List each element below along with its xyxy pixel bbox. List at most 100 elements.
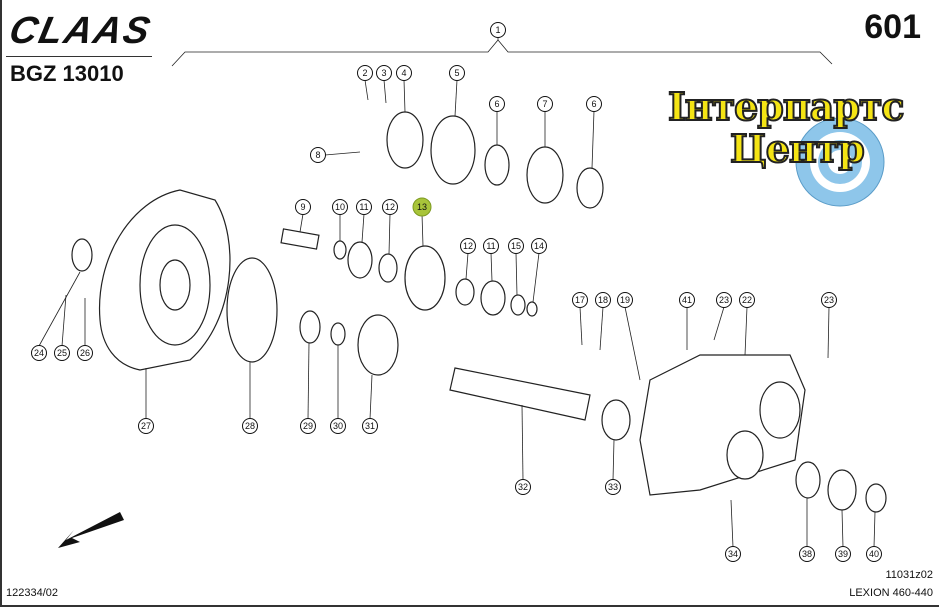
logo-line-1: Інтерпартс [667,83,906,130]
gear-31 [357,314,399,376]
svg-text:30: 30 [333,421,343,431]
drawing-reference: 122334/02 [6,587,58,599]
cover-39 [827,469,857,511]
callout-28[interactable]: 28 [242,418,258,434]
callout-27[interactable]: 27 [138,418,154,434]
interparts-logo: Інтерпартс Центр [667,83,930,214]
callout-6[interactable]: 6 [489,96,505,112]
callout-22[interactable]: 22 [739,292,755,308]
callout-23[interactable]: 23 [821,292,837,308]
ring-14 [526,301,538,317]
callout-39[interactable]: 39 [835,546,851,562]
callout-5[interactable]: 5 [449,65,465,81]
housing-bore [759,381,801,439]
callout-34[interactable]: 34 [725,546,741,562]
housing-bore-lower [726,430,764,480]
bearing-11b [480,280,506,316]
bearing-11 [347,241,373,279]
shaft-32 [449,367,591,421]
callout-38[interactable]: 38 [799,546,815,562]
svg-text:39: 39 [838,549,848,559]
bearing-6b [576,167,604,209]
svg-text:22: 22 [742,295,752,305]
callout-23[interactable]: 23 [716,292,732,308]
page-number: 601 [864,8,921,46]
ring-30 [330,322,346,346]
callout-41[interactable]: 41 [679,292,695,308]
callout-6[interactable]: 6 [586,96,602,112]
gear-7 [526,146,564,204]
svg-text:14: 14 [534,241,544,251]
svg-text:6: 6 [494,99,499,109]
svg-text:31: 31 [365,421,375,431]
callout-12[interactable]: 12 [460,238,476,254]
callout-40[interactable]: 40 [866,546,882,562]
direction-arrow-icon [58,512,124,548]
gear-13 [404,245,446,311]
callout-12[interactable]: 12 [382,199,398,215]
svg-text:17: 17 [575,295,585,305]
svg-text:11: 11 [486,241,495,251]
callout-17[interactable]: 17 [572,292,588,308]
svg-text:25: 25 [57,348,67,358]
callout-10[interactable]: 10 [332,199,348,215]
callout-14[interactable]: 14 [531,238,547,254]
callout-1[interactable]: 1 [490,22,506,38]
circlip-12 [378,253,398,283]
callout-31[interactable]: 31 [362,418,378,434]
svg-text:41: 41 [682,295,692,305]
callout-9[interactable]: 9 [295,199,311,215]
svg-text:32: 32 [518,482,528,492]
svg-text:40: 40 [869,549,879,559]
ring-10 [333,240,347,260]
svg-text:34: 34 [728,549,738,559]
bearing-33 [601,399,631,441]
svg-text:28: 28 [245,421,255,431]
callout-2[interactable]: 2 [357,65,373,81]
callout-32[interactable]: 32 [515,479,531,495]
callout-25[interactable]: 25 [54,345,70,361]
svg-text:15: 15 [511,241,521,251]
svg-text:8: 8 [315,150,320,160]
svg-text:4: 4 [401,68,406,78]
callout-11[interactable]: 11 [483,238,499,254]
callout-4[interactable]: 4 [396,65,412,81]
svg-text:10: 10 [335,202,345,212]
callout-30[interactable]: 30 [330,418,346,434]
circlip-12b [455,278,475,306]
callout-15[interactable]: 15 [508,238,524,254]
assembly-bracket [171,39,833,67]
callout-33[interactable]: 33 [605,479,621,495]
flange-4 [386,111,424,169]
svg-text:18: 18 [598,295,608,305]
figure-id: 11031z02 [885,569,933,581]
callout-7[interactable]: 7 [537,96,553,112]
callout-24[interactable]: 24 [31,345,47,361]
svg-text:7: 7 [542,99,547,109]
callout-11[interactable]: 11 [356,199,372,215]
callout-18[interactable]: 18 [595,292,611,308]
svg-text:27: 27 [141,421,151,431]
svg-text:23: 23 [719,295,729,305]
svg-text:24: 24 [34,348,44,358]
o-ring-38 [795,461,821,499]
svg-text:12: 12 [385,202,395,212]
gearbox-housing-22 [639,354,806,496]
svg-text:5: 5 [454,68,459,78]
svg-text:6: 6 [591,99,596,109]
callout-13-highlighted[interactable]: 13 [412,197,432,217]
callout-8[interactable]: 8 [310,147,326,163]
callout-19[interactable]: 19 [617,292,633,308]
gasket-28 [226,257,278,363]
bearing-29 [299,310,321,344]
divider [6,56,152,57]
svg-text:2: 2 [362,68,367,78]
svg-text:13: 13 [417,202,427,212]
callout-29[interactable]: 29 [300,418,316,434]
callout-3[interactable]: 3 [376,65,392,81]
callout-26[interactable]: 26 [77,345,93,361]
svg-text:12: 12 [463,241,473,251]
svg-text:3: 3 [381,68,386,78]
